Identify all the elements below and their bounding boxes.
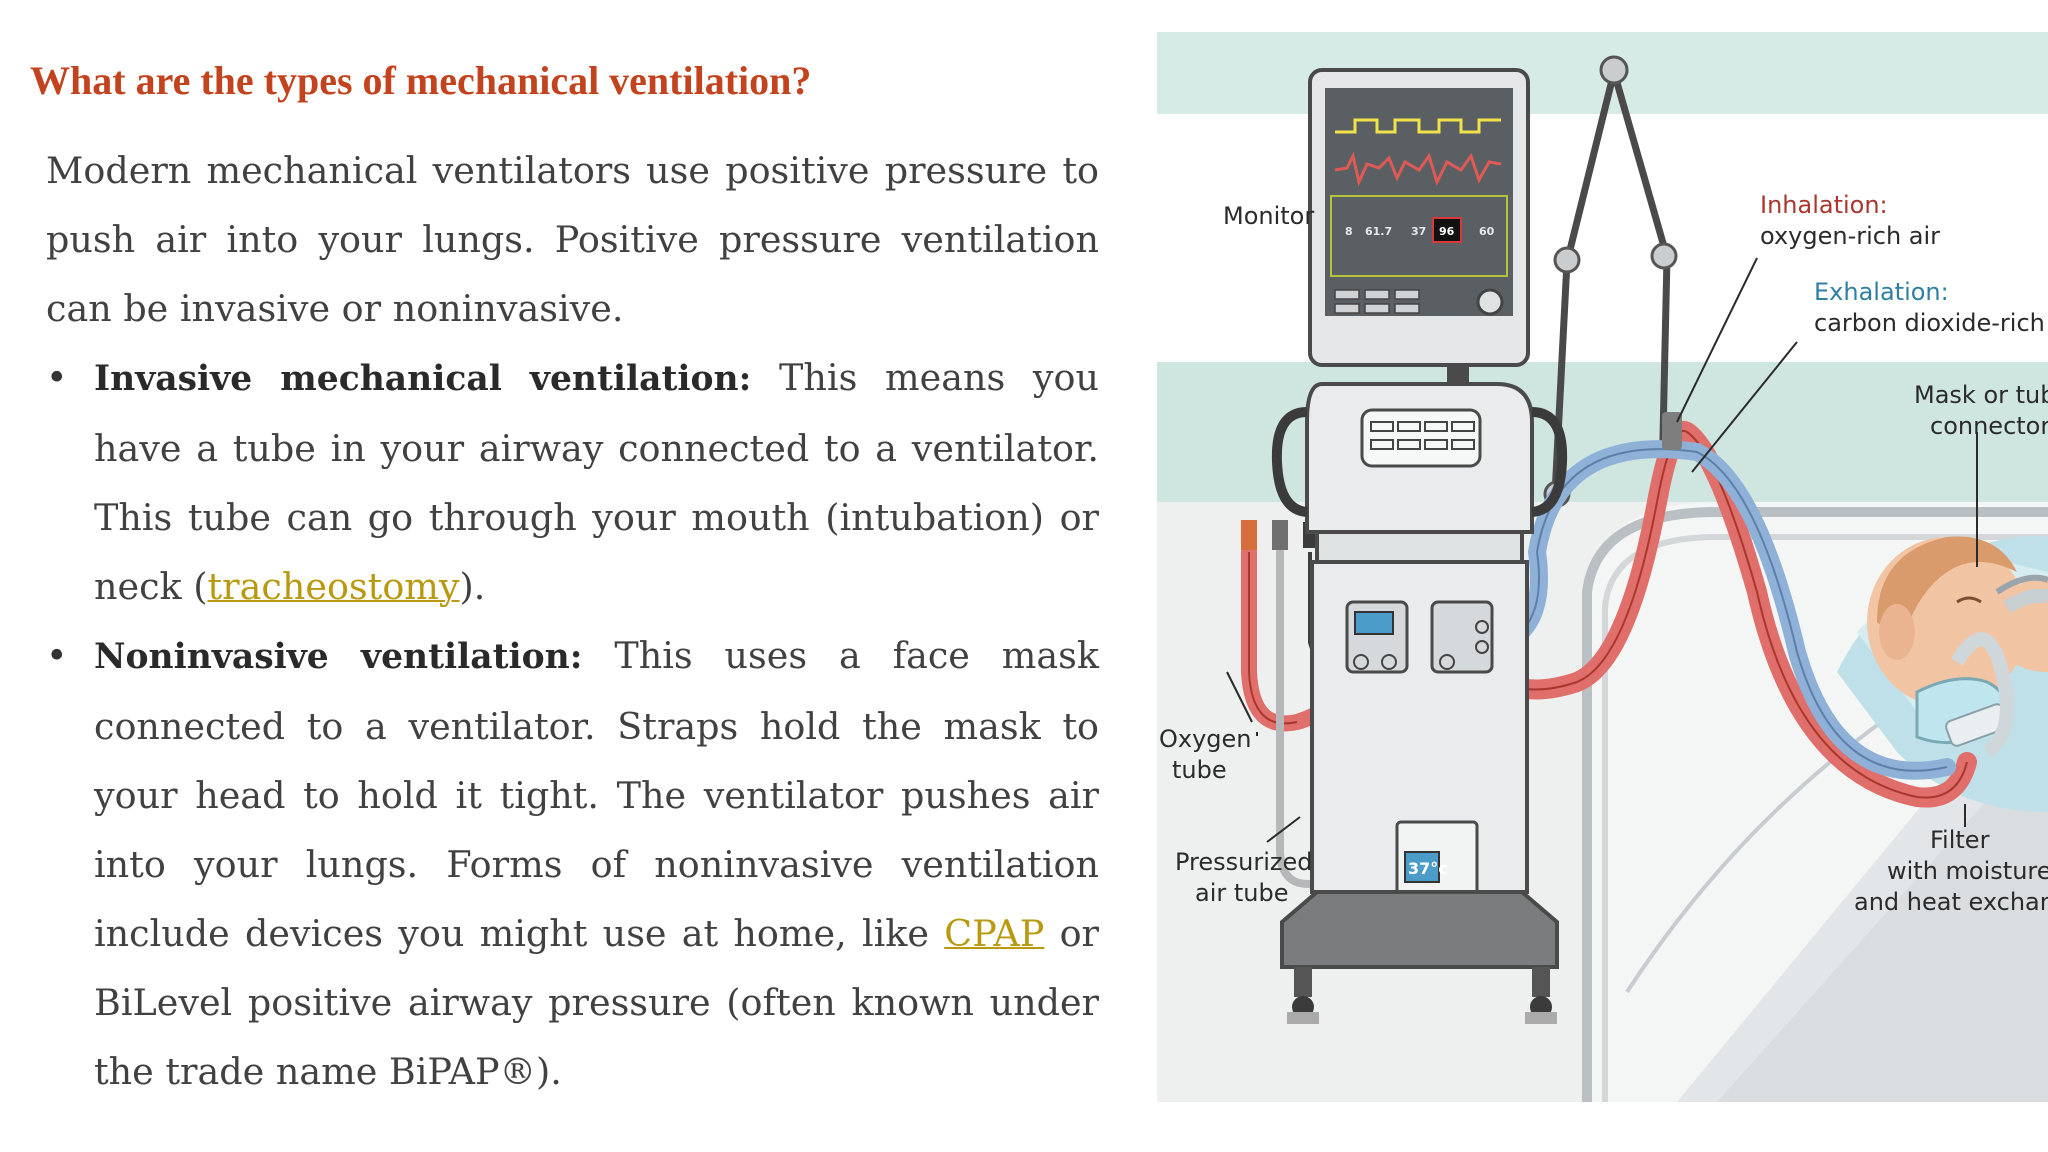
bullet-marker: • [46, 634, 68, 677]
screen-value-4: 96 [1439, 225, 1455, 238]
label-monitor: Monitor [1223, 202, 1314, 230]
noninvasive-text-before: This uses a face mask connected to a ven… [94, 634, 1099, 955]
term-invasive: Invasive mechanical ventilation: [94, 359, 752, 399]
label-oxygen-tube-2: tube [1172, 756, 1227, 784]
label-inhalation: Inhalation: [1760, 191, 1888, 219]
screen-value-3: 37 [1411, 225, 1426, 238]
term-noninvasive: Noninvasive ventilation: [94, 637, 583, 677]
intro-paragraph: Modern mechanical ventilators use positi… [46, 149, 1099, 330]
screen-value-1: 8 [1345, 225, 1353, 238]
label-oxygen-tube: Oxygen [1159, 725, 1252, 753]
label-pressurized-air: Pressurized [1175, 848, 1313, 876]
noninvasive-text-after: or BiLevel positive airway pressure (oft… [94, 912, 1099, 1093]
ventilator-monitor: 8 61.7 37 96 60 [1308, 68, 1530, 395]
screen-value-2: 61.7 [1365, 225, 1392, 238]
label-filter-2: with moisture [1887, 857, 2048, 885]
article-body: Modern mechanical ventilators use positi… [46, 136, 1099, 1106]
label-filter-3: and heat exchange [1854, 888, 2048, 916]
label-mask-connector: Mask or tube [1914, 381, 2048, 409]
list-item-noninvasive: • Noninvasive ventilation: This uses a f… [46, 621, 1099, 1106]
label-exhalation-detail: carbon dioxide-rich air [1814, 309, 2048, 337]
ventilator-diagram-svg: 8 61.7 37 96 60 [1157, 32, 2048, 1102]
ventilator-body: 37°c [1271, 382, 1568, 1024]
list-item-invasive: • Invasive mechanical ventilation: This … [46, 343, 1099, 621]
label-mask-connector-2: connector [1930, 412, 2048, 440]
label-exhalation: Exhalation: [1814, 278, 1949, 306]
label-inhalation-detail: oxygen-rich air [1760, 222, 1940, 250]
screen-value-5: 60 [1479, 225, 1495, 238]
humidifier-temp-label: 37°c [1408, 859, 1448, 878]
invasive-text-before: This means you have a tube in your airwa… [94, 356, 1099, 608]
ventilation-types-list: • Invasive mechanical ventilation: This … [46, 343, 1099, 1106]
bullet-marker: • [46, 356, 68, 399]
label-leaders [1226, 257, 1978, 843]
label-filter: Filter [1930, 826, 1990, 854]
section-heading: What are the types of mechanical ventila… [30, 58, 812, 103]
tracheostomy-link[interactable]: tracheostomy [207, 565, 460, 608]
invasive-text-after: ). [459, 565, 486, 608]
cpap-link[interactable]: CPAP [944, 912, 1045, 955]
ventilator-illustration: 8 61.7 37 96 60 [1157, 32, 2048, 1102]
label-pressurized-air-2: air tube [1195, 879, 1289, 907]
filter-exchanger [1915, 632, 2014, 758]
